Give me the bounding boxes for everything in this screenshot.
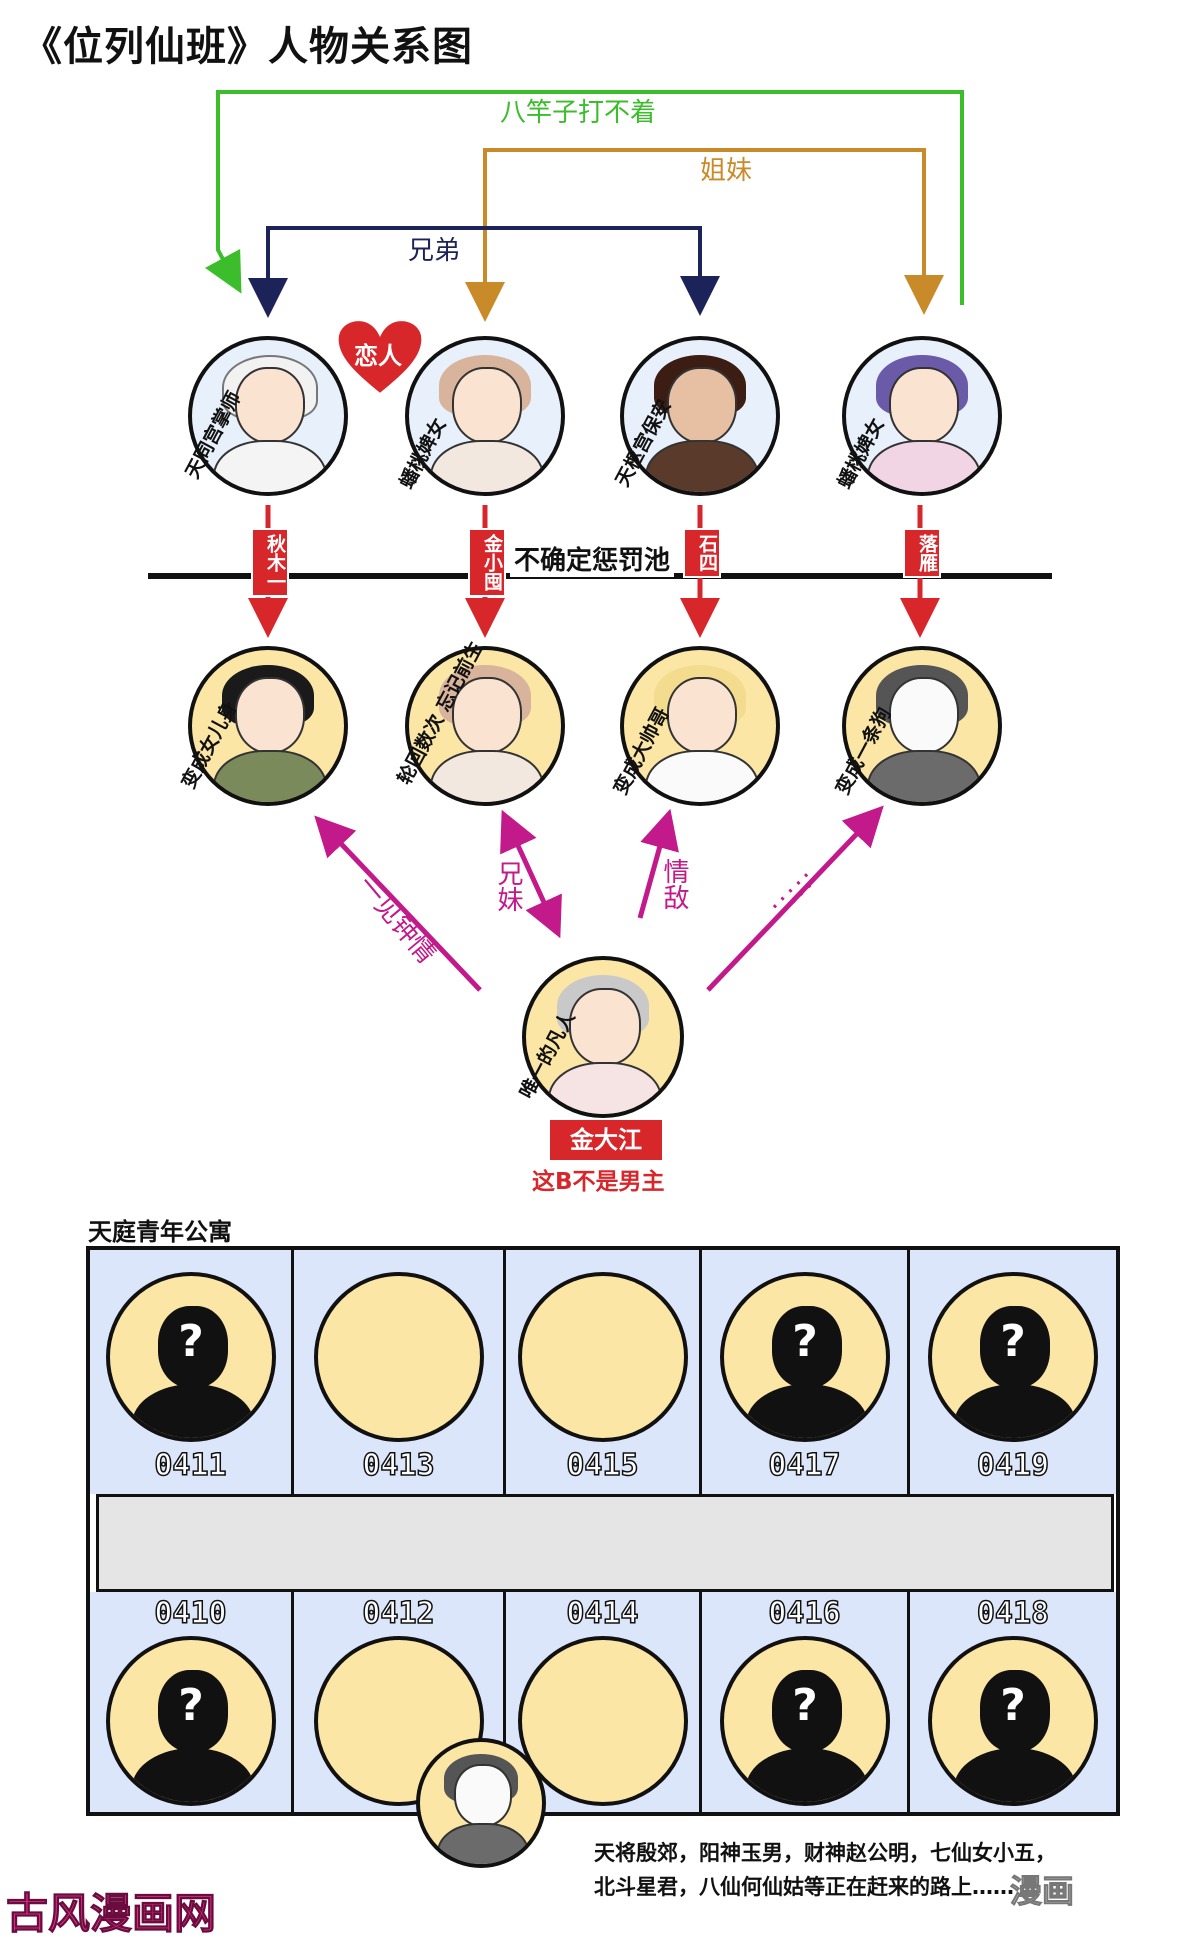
relation-label-far: 八竿子打不着 bbox=[500, 98, 657, 128]
room-0418: 0418 ? bbox=[910, 1592, 1116, 1812]
room-number: 0418 bbox=[976, 1595, 1050, 1632]
unknown-occupant-icon: ? bbox=[928, 1272, 1098, 1442]
heart-icon bbox=[335, 318, 425, 397]
portrait-dog-apartment bbox=[416, 1738, 546, 1868]
room-0415: 0415 bbox=[506, 1250, 702, 1494]
unknown-occupant-icon: ? bbox=[928, 1636, 1098, 1806]
room-number: 0416 bbox=[768, 1595, 842, 1632]
occupant-short-hair-portrait bbox=[518, 1636, 688, 1806]
portrait-tianshu-guard bbox=[620, 336, 780, 496]
punishment-pool-label: 不确定惩罚池 bbox=[510, 540, 675, 577]
page-title: 《位列仙班》人物关系图 bbox=[22, 24, 473, 70]
center-note: 这B不是男主 bbox=[532, 1169, 665, 1195]
room-number: 0414 bbox=[566, 1595, 640, 1632]
portrait-tiantong-master bbox=[188, 336, 348, 496]
portrait-peach-maid-1 bbox=[405, 336, 565, 496]
portrait-mortal-3 bbox=[620, 646, 780, 806]
mortal-name-tag-3: 石四 bbox=[683, 528, 721, 578]
line-brothers bbox=[266, 226, 720, 316]
room-0414: 0414 bbox=[506, 1592, 702, 1812]
room-number: 0417 bbox=[768, 1447, 842, 1484]
room-number: 0419 bbox=[976, 1447, 1050, 1484]
portrait-peach-maid-2 bbox=[842, 336, 1002, 496]
line-sisters bbox=[483, 148, 944, 315]
room-number: 0412 bbox=[362, 1595, 436, 1632]
room-0411: ? 0411 bbox=[90, 1250, 294, 1494]
footnote: 天将殷郊，阳神玉男，财神赵公明，七仙女小五， 北斗星君，八仙何仙姑等正在赶来的路… bbox=[594, 1836, 1154, 1904]
mortal-name-tag-4: 落雁 bbox=[903, 528, 941, 578]
mortal-name-tag-2: 金小囤 bbox=[468, 528, 506, 597]
occupant-jin-portrait bbox=[518, 1272, 688, 1442]
mortal-name-tag-1: 秋木一 bbox=[251, 528, 289, 597]
room-0419: ? 0419 bbox=[910, 1250, 1116, 1494]
apartment-hallway bbox=[96, 1494, 1114, 1592]
unknown-occupant-icon: ? bbox=[720, 1636, 890, 1806]
relation-label-sisters: 姐妹 bbox=[700, 156, 753, 186]
room-0416: 0416 ? bbox=[702, 1592, 910, 1812]
occupant-girl-portrait bbox=[314, 1272, 484, 1442]
room-0413: 0413 bbox=[294, 1250, 506, 1494]
watermark-right: 漫画 bbox=[1009, 1872, 1075, 1911]
footnote-line-1: 天将殷郊，阳神玉男，财神赵公明，七仙女小五， bbox=[594, 1841, 1056, 1865]
relation-label-brothers: 兄弟 bbox=[408, 236, 461, 266]
center-name-tag: 金大江 bbox=[550, 1120, 662, 1160]
relation-label-rival: 情敌 bbox=[659, 858, 689, 910]
portrait-mortal-2 bbox=[405, 646, 565, 806]
apartment-grid: ? 0411 0413 0415 ? 0417 ? 0419 0410 ? 04… bbox=[86, 1246, 1120, 1816]
room-number: 0415 bbox=[566, 1447, 640, 1484]
unknown-occupant-icon: ? bbox=[106, 1272, 276, 1442]
watermark-left: 古风漫画网 bbox=[5, 1889, 217, 1939]
room-0412: 0412 bbox=[294, 1592, 506, 1812]
relation-label-siblings: 兄妹 bbox=[493, 860, 523, 912]
footnote-line-2: 北斗星君，八仙何仙姑等正在赶来的路上…… bbox=[594, 1875, 1014, 1899]
lovers-badge: 恋人 bbox=[354, 342, 402, 370]
unknown-occupant-icon: ? bbox=[106, 1636, 276, 1806]
room-number: 0413 bbox=[362, 1447, 436, 1484]
room-number: 0410 bbox=[154, 1595, 228, 1632]
unknown-occupant-icon: ? bbox=[720, 1272, 890, 1442]
portrait-mortal-dog bbox=[842, 646, 1002, 806]
room-number: 0411 bbox=[154, 1447, 228, 1484]
room-0417: ? 0417 bbox=[702, 1250, 910, 1494]
portrait-jin-dajiang bbox=[522, 956, 684, 1118]
portrait-mortal-1 bbox=[188, 646, 348, 806]
line-far-relation bbox=[204, 90, 964, 305]
room-0410: 0410 ? bbox=[90, 1592, 294, 1812]
apartment-title: 天庭青年公寓 bbox=[88, 1218, 232, 1246]
